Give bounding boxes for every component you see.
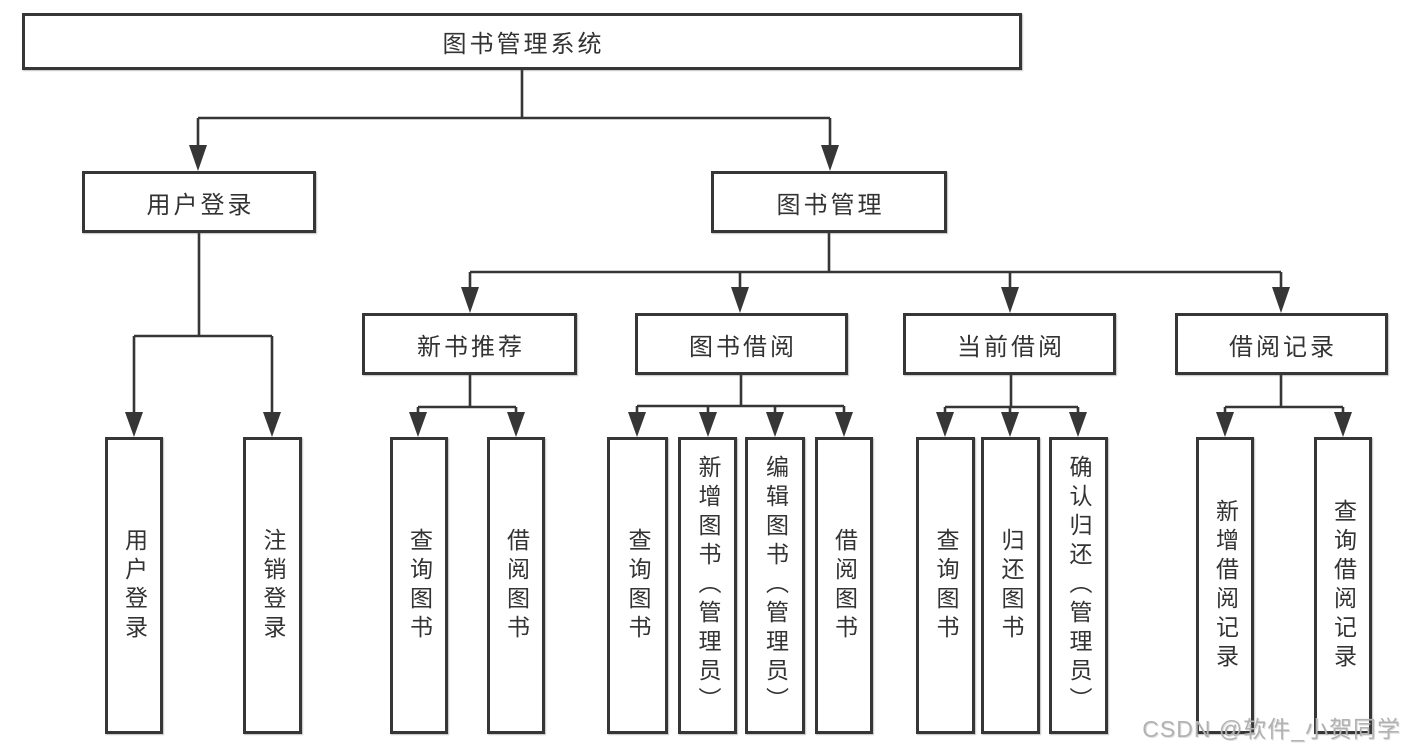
node-borrow-books: 借阅图书 [815, 437, 873, 734]
node-label: 用户登录 [121, 527, 148, 644]
node-label: 借阅图书 [503, 527, 530, 644]
node-query-books-borrow: 查询图书 [607, 437, 668, 734]
csdn-watermark: CSDN @软件_小贺同学 [1142, 716, 1401, 742]
node-label: 新增借阅记录 [1212, 498, 1239, 673]
node-add-borrow-record: 新增借阅记录 [1196, 437, 1254, 734]
node-label: 当前借阅 [957, 333, 1065, 361]
node-borrow-books-recommend: 借阅图书 [487, 437, 545, 734]
node-query-borrow-record: 查询借阅记录 [1314, 437, 1372, 734]
node-label: 注销登录 [260, 527, 286, 644]
node-label: 归还图书 [998, 527, 1024, 644]
node-label: 编辑图书（管理员） [762, 455, 789, 716]
node-book-borrowing: 图书借阅 [635, 313, 848, 375]
node-query-books-recommend: 查询图书 [390, 437, 448, 734]
node-library-management-system: 图书管理系统 [22, 13, 1022, 70]
node-add-books-admin: 新增图书（管理员） [678, 437, 737, 734]
node-label: 借阅记录 [1229, 333, 1337, 361]
node-label: 查询图书 [625, 527, 651, 644]
node-label: 用户登录 [146, 191, 255, 219]
node-label: 确认归还（管理员） [1066, 455, 1092, 716]
node-user-login: 用户登录 [82, 171, 316, 233]
node-book-management: 图书管理 [711, 171, 947, 233]
node-label: 借阅图书 [831, 527, 858, 644]
node-label: 图书借阅 [689, 333, 797, 361]
node-borrowing-records: 借阅记录 [1175, 313, 1388, 375]
node-confirm-return-admin: 确认归还（管理员） [1049, 437, 1108, 734]
arrowheads [125, 145, 1352, 437]
node-label: 新增图书（管理员） [695, 455, 721, 716]
node-user-login-action: 用户登录 [105, 437, 163, 734]
tree-edges [132, 70, 1345, 415]
node-label: 查询借阅记录 [1330, 498, 1357, 673]
node-current-borrowing: 当前借阅 [903, 313, 1116, 375]
node-query-books-current: 查询图书 [916, 437, 975, 734]
node-label: 新书推荐 [417, 333, 525, 361]
node-label: 图书管理系统 [442, 31, 605, 58]
node-return-books: 归还图书 [981, 437, 1040, 734]
node-logout: 注销登录 [243, 437, 302, 734]
node-label: 查询图书 [933, 527, 959, 644]
node-label: 查询图书 [406, 527, 433, 644]
node-label: 图书管理 [776, 191, 885, 219]
node-new-book-recommendation: 新书推荐 [362, 313, 577, 375]
node-edit-books-admin: 编辑图书（管理员） [745, 437, 805, 734]
